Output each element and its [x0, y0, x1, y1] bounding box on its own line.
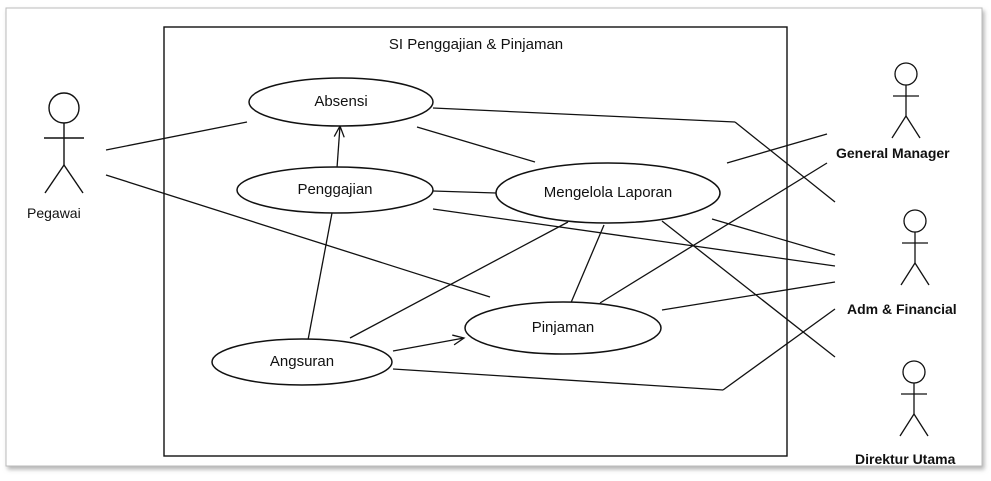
line-laporan-gm	[726, 133, 828, 164]
use-case-mengelola-laporan[interactable]: Mengelola Laporan	[495, 162, 721, 224]
association-lines	[105, 107, 836, 391]
use-case-pinjaman[interactable]: Pinjaman	[464, 301, 662, 355]
actor-direktur-utama[interactable]: Direktur Utama	[855, 360, 956, 467]
line-pegawai-pinjaman	[105, 174, 491, 298]
use-case-absensi[interactable]: Absensi	[248, 77, 434, 127]
use-case-mengelola-laporan-label: Mengelola Laporan	[544, 184, 672, 201]
use-case-penggajian[interactable]: Penggajian	[236, 166, 434, 214]
arrow-angsuran-pinjaman	[392, 334, 466, 352]
line-pegawai-absensi	[105, 121, 248, 151]
line-angsuran-bend	[392, 368, 724, 391]
arrow-penggajian-absensi	[333, 124, 345, 169]
stick-figure-icon	[44, 92, 84, 194]
use-case-pinjaman-label: Pinjaman	[532, 319, 595, 336]
use-case-absensi-label: Absensi	[314, 93, 367, 110]
stick-figure-icon	[891, 62, 921, 139]
line-laporan-direktur	[661, 220, 836, 358]
use-case-penggajian-label: Penggajian	[297, 181, 372, 198]
actor-direktur-utama-label: Direktur Utama	[855, 451, 956, 467]
line-penggajian-laporan	[432, 190, 497, 194]
line-pinjaman-gm	[599, 162, 828, 304]
stick-figure-icon	[900, 209, 930, 286]
include-arrows	[333, 124, 466, 352]
line-laporan-adm	[711, 218, 836, 256]
system-title: SI Penggajian & Pinjaman	[389, 36, 563, 53]
actor-general-manager-label: General Manager	[836, 145, 950, 161]
use-case-angsuran-label: Angsuran	[270, 353, 334, 370]
actor-adm-financial[interactable]: Adm & Financial	[847, 209, 957, 317]
line-absensi-bend	[432, 107, 736, 123]
line-bend-adm-2	[722, 308, 836, 391]
line-laporan-pinjaman	[569, 224, 605, 306]
line-bend-adm	[734, 121, 836, 203]
actor-pegawai[interactable]: Pegawai	[27, 92, 84, 221]
stick-figure-icon	[899, 360, 929, 437]
use-case-angsuran[interactable]: Angsuran	[211, 338, 393, 386]
line-absensi-laporan	[416, 126, 536, 163]
image-frame	[5, 7, 983, 467]
line-laporan-angsuran	[349, 221, 569, 339]
line-pinjaman-adm	[661, 281, 836, 311]
line-penggajian-angsuran	[307, 212, 333, 341]
actor-general-manager[interactable]: General Manager	[836, 62, 950, 161]
actor-pegawai-label: Pegawai	[27, 205, 81, 221]
actor-adm-financial-label: Adm & Financial	[847, 301, 957, 317]
line-penggajian-adm	[432, 208, 836, 267]
